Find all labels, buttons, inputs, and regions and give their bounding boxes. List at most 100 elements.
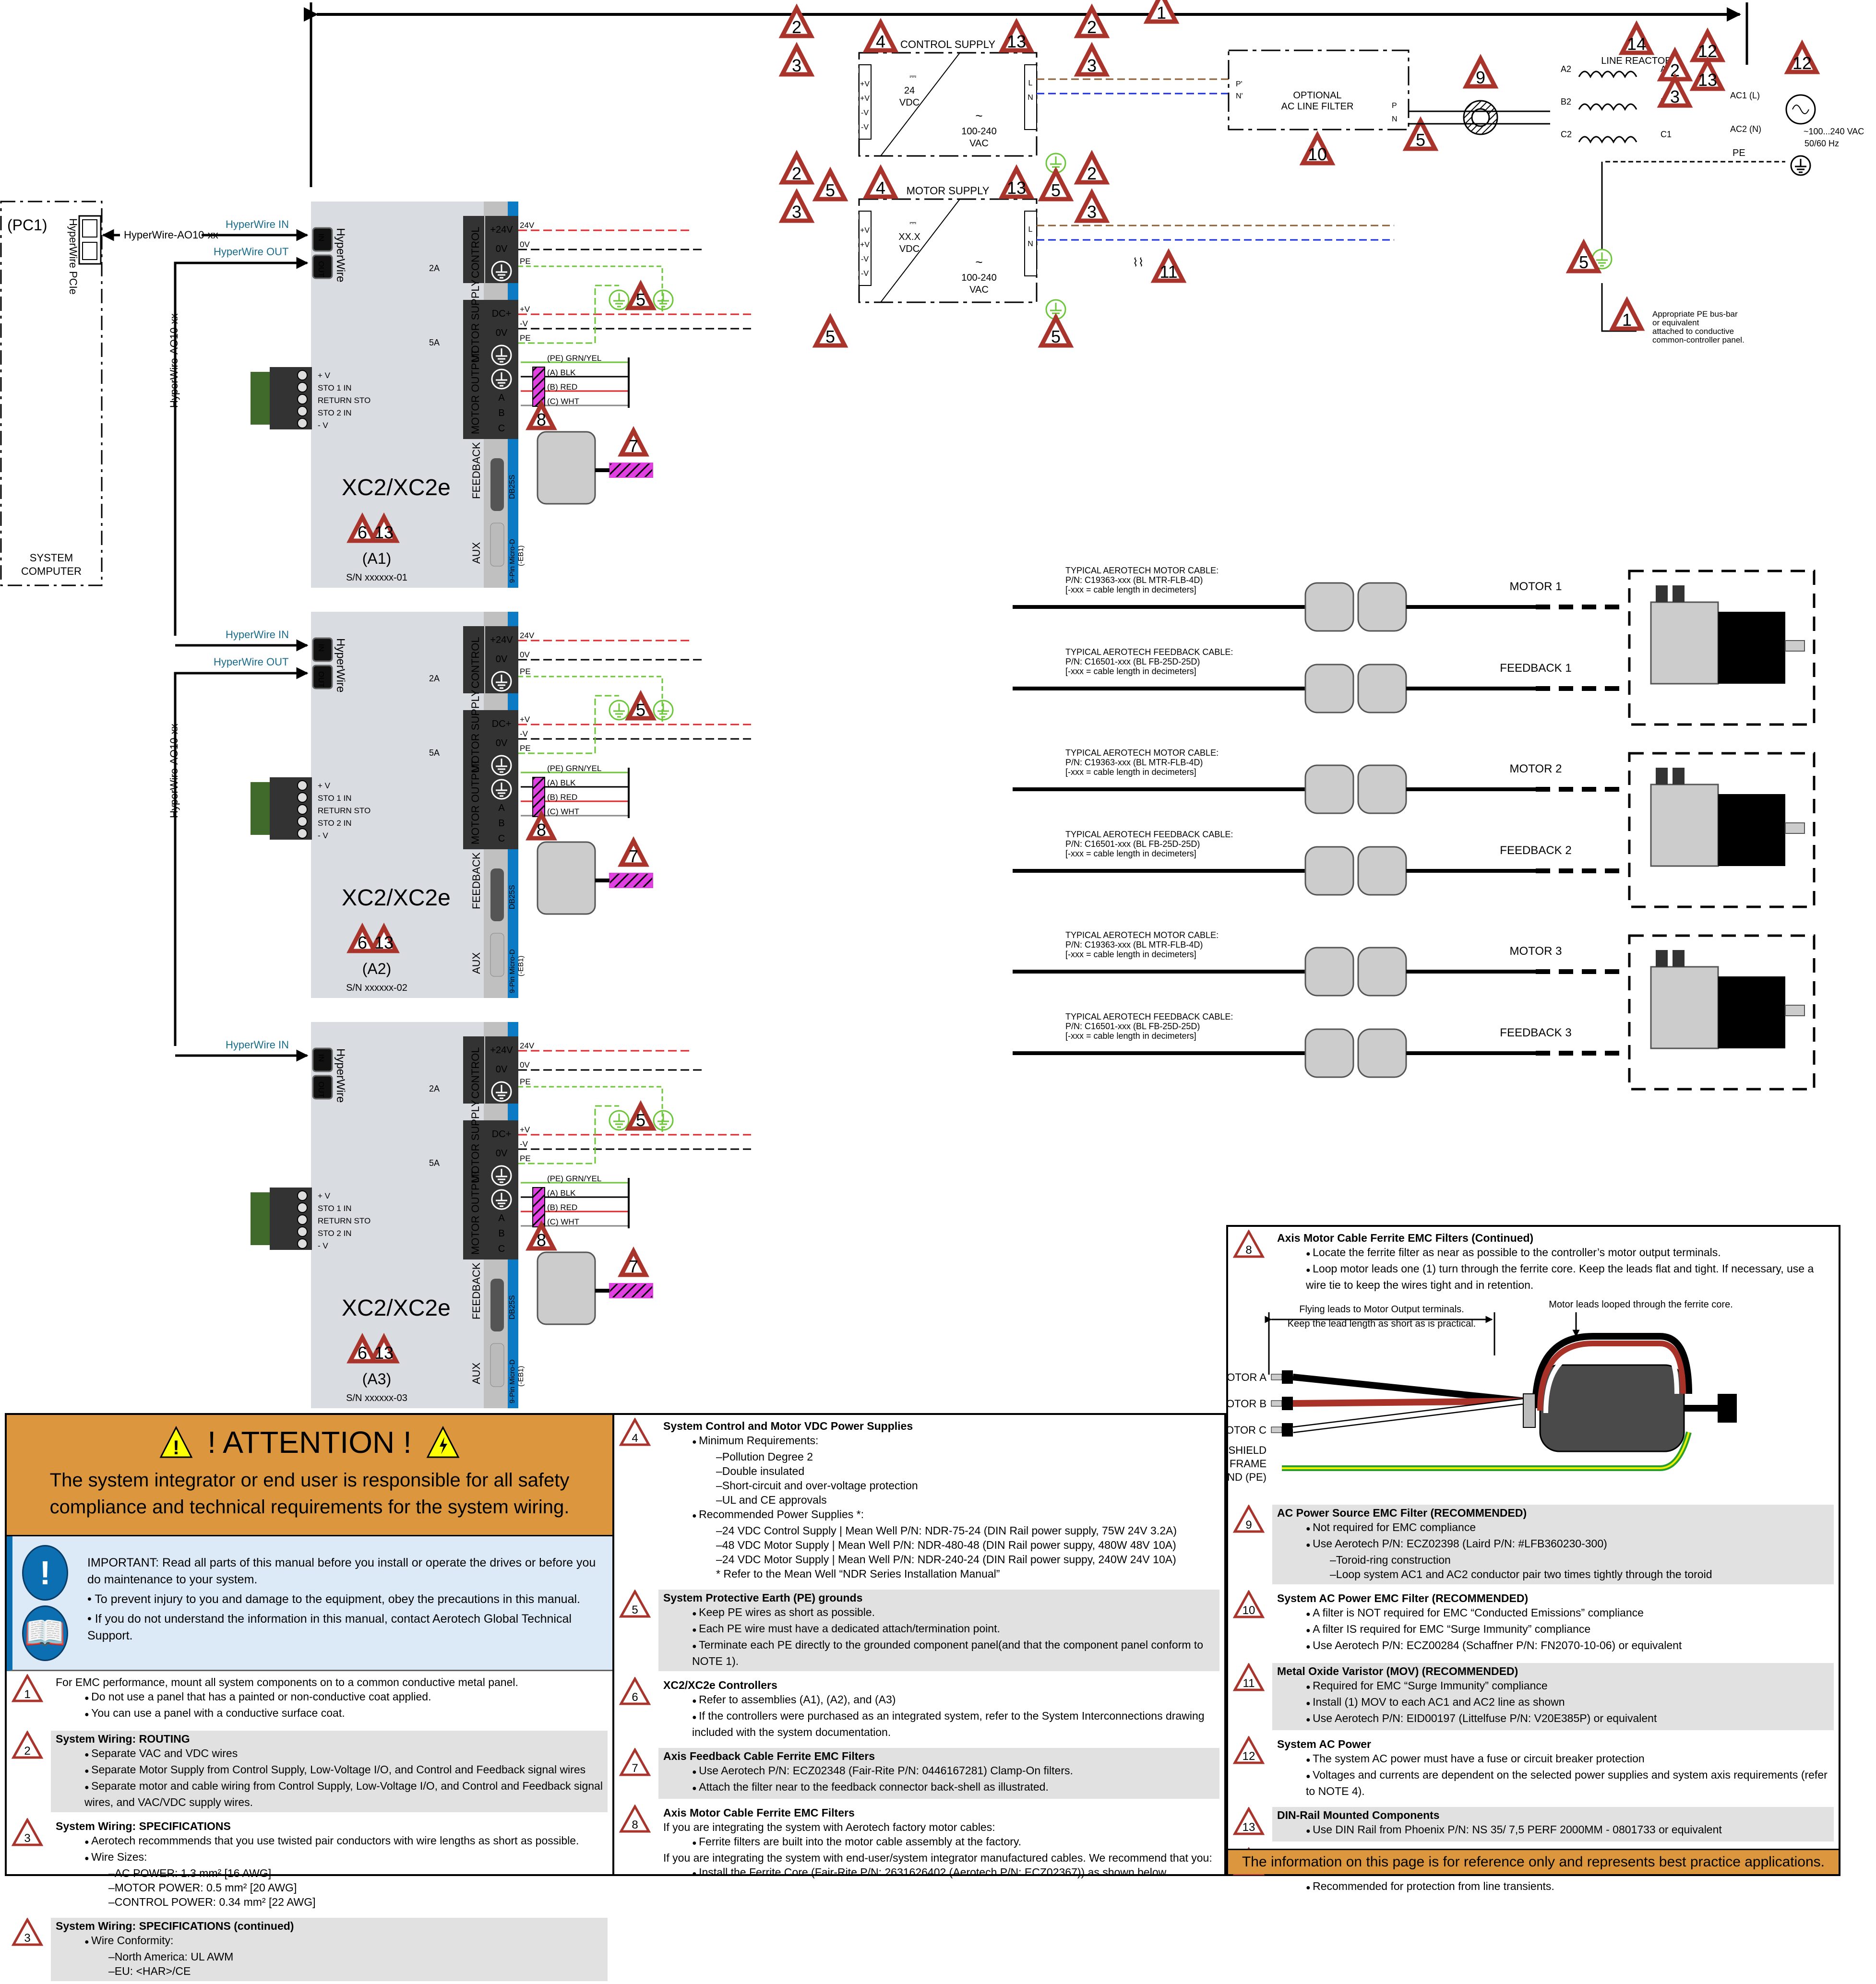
svg-text:MOTOR SUPPLY: MOTOR SUPPLY (469, 1100, 481, 1183)
hyperwire-in[interactable]: IN (312, 1047, 333, 1072)
hyperwire-out[interactable]: OUT (312, 254, 333, 279)
hyperwire-out[interactable]: OUT (312, 665, 333, 689)
controller-model: XC2/XC2e (342, 1295, 451, 1321)
svg-text:8: 8 (632, 1818, 638, 1831)
note-marker-5: 5 (1402, 116, 1439, 151)
note-bullet: A filter IS required for EMC “Surge Immu… (1306, 1622, 1829, 1638)
motor-lead-label: (PE) GRN/YEL (547, 1174, 601, 1183)
pe-busbar-note: common-controller panel. (1652, 335, 1745, 345)
pe-ground-icon (491, 1189, 512, 1210)
note-marker-7: 7 (618, 1246, 649, 1277)
sto-connector[interactable] (251, 777, 312, 840)
svg-text:0V: 0V (520, 240, 530, 249)
note-marker-4: 4 (862, 164, 899, 199)
svg-text:[-xxx = cable length in decime: [-xxx = cable length in decimeters] (1065, 585, 1196, 594)
svg-text:4: 4 (876, 178, 885, 198)
sto-pin-label: - V (318, 831, 328, 840)
svg-text:2: 2 (1670, 60, 1680, 80)
sto-connector[interactable] (251, 1188, 312, 1250)
line-reactor: LINE REACTOR14A2A1B2B1C2C123121312 (1561, 20, 1820, 144)
note-marker-7: 7 (618, 426, 649, 457)
svg-text:-V: -V (520, 319, 528, 328)
svg-text:A: A (498, 803, 505, 813)
hyperwire-port-group: HyperWire (334, 638, 347, 692)
note-bullet: Each PE wire must have a dedicated attac… (692, 1621, 1215, 1638)
svg-text:10: 10 (1243, 1604, 1255, 1617)
note-bullet: The system AC power must have a fuse or … (1306, 1751, 1829, 1768)
note-bullet: Separate motor and cable wiring from Con… (84, 1779, 603, 1809)
note-title: System AC Power (1277, 1738, 1371, 1750)
svg-text:P/N: C19363-xxx (BL MTR-FLB-4D: P/N: C19363-xxx (BL MTR-FLB-4D) (1065, 575, 1203, 585)
motor-ferrite-core (532, 777, 545, 817)
note-bullet: Use Aerotech P/N: ECZ02348 (Fair-Rite P/… (692, 1763, 1215, 1780)
note-marker-8: 8 (526, 809, 557, 841)
cable-label: FEEDBACK 1 (1500, 662, 1571, 675)
svg-text:5: 5 (636, 1110, 645, 1130)
svg-text:3: 3 (1087, 56, 1097, 75)
note-subitem: 48 VDC Motor Supply | Mean Well P/N: NDR… (716, 1538, 1215, 1552)
svg-text:5: 5 (1579, 252, 1589, 272)
svg-text:CONTROL: CONTROL (469, 226, 481, 278)
cable-connector-receptacle (1357, 764, 1407, 814)
aux-option: (-EB1) (517, 546, 525, 566)
sto-pin-label: + V (318, 1191, 331, 1200)
feedback-port[interactable] (490, 868, 504, 921)
aux-option: (-EB1) (517, 1366, 525, 1387)
svg-text:13: 13 (1698, 70, 1717, 90)
hyperwire-out[interactable]: OUT (312, 1075, 333, 1100)
note-bullet: Ferrite filters are built into the motor… (692, 1834, 1215, 1851)
hyperwire-in[interactable]: IN (312, 637, 333, 662)
svg-text:PE: PE (520, 667, 531, 676)
feedback-port[interactable] (490, 1279, 504, 1331)
pe-ground-icon (491, 1081, 512, 1102)
shield-label: FRAME (1230, 1458, 1267, 1470)
hyperwire-out-label: HyperWire OUT (214, 246, 288, 258)
note-marker-5: 5 (812, 166, 848, 202)
sto-connector[interactable] (251, 367, 312, 429)
hyperwire-in[interactable]: IN (312, 227, 333, 252)
note-marker-3: 3 (778, 42, 815, 77)
aux-port[interactable] (490, 933, 504, 977)
svg-text:8: 8 (1245, 1244, 1252, 1257)
note-bullet: A filter is NOT required for EMC “Conduc… (1306, 1605, 1829, 1622)
note-bullet: Required for EMC “Surge Immunity” compli… (1306, 1678, 1829, 1695)
feedback-port[interactable] (490, 458, 504, 511)
serial-number: S/N xxxxxx-03 (346, 1393, 407, 1403)
note-subitem: Pollution Degree 2 (716, 1449, 1215, 1464)
note-bullet: You can use a panel with a conductive su… (84, 1706, 603, 1722)
note-marker-6: 6 (347, 922, 378, 953)
svg-text:5: 5 (632, 1604, 638, 1616)
electric-hazard-icon (426, 1426, 460, 1458)
aux-port[interactable] (490, 1343, 504, 1387)
aux-port[interactable] (490, 523, 504, 567)
svg-text:8: 8 (537, 820, 546, 840)
svg-text:TYPICAL AEROTECH FEEDBACK CABL: TYPICAL AEROTECH FEEDBACK CABLE: (1065, 1012, 1233, 1022)
svg-text:2: 2 (792, 164, 801, 183)
hyperwire-out-label: HyperWire OUT (214, 656, 288, 668)
svg-text:MOTOR OUTPUT: MOTOR OUTPUT (469, 759, 481, 844)
note-subitem: North America: UL AWM (108, 1949, 603, 1964)
pe-ground-icon (491, 368, 512, 390)
note-badge-icon: 11 (1232, 1662, 1267, 1730)
note-marker-5: 5 (625, 279, 657, 310)
svg-text:+V: +V (520, 305, 530, 314)
note-bullet: Recommended Power Supplies *: (692, 1507, 1215, 1523)
ac-voltage: 100-240 (961, 126, 996, 137)
note-marker-3: 3 (778, 188, 815, 223)
aux-connector-type: 9-Pin Micro-D (508, 539, 516, 583)
svg-text:6: 6 (358, 523, 367, 542)
note-title: Metal Oxide Varistor (MOV) (RECOMMENDED) (1277, 1665, 1518, 1677)
